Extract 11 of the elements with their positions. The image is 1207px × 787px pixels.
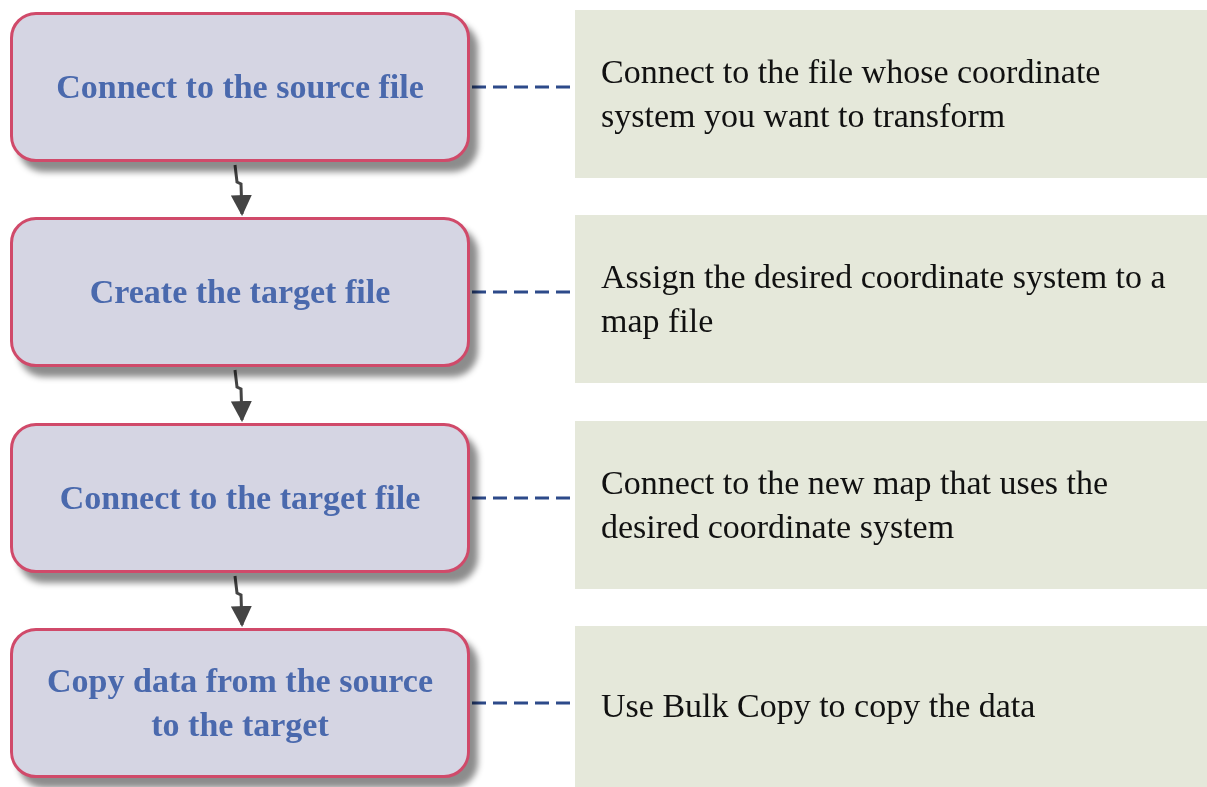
description-panel: Use Bulk Copy to copy the data bbox=[575, 626, 1207, 787]
process-box: Connect to the source file bbox=[10, 12, 470, 162]
process-box: Connect to the target file bbox=[10, 423, 470, 573]
arrow bbox=[230, 369, 252, 423]
process-box: Create the target file bbox=[10, 217, 470, 367]
arrow bbox=[230, 575, 252, 628]
process-box: Copy data from the source to the target bbox=[10, 628, 470, 778]
arrow bbox=[230, 164, 252, 217]
description-panel: Connect to the file whose coordinate system you want to transform bbox=[575, 10, 1207, 178]
description-panel: Connect to the new map that uses the desired coordinate system bbox=[575, 421, 1207, 589]
description-panel: Assign the desired coordinate system to a map file bbox=[575, 215, 1207, 383]
